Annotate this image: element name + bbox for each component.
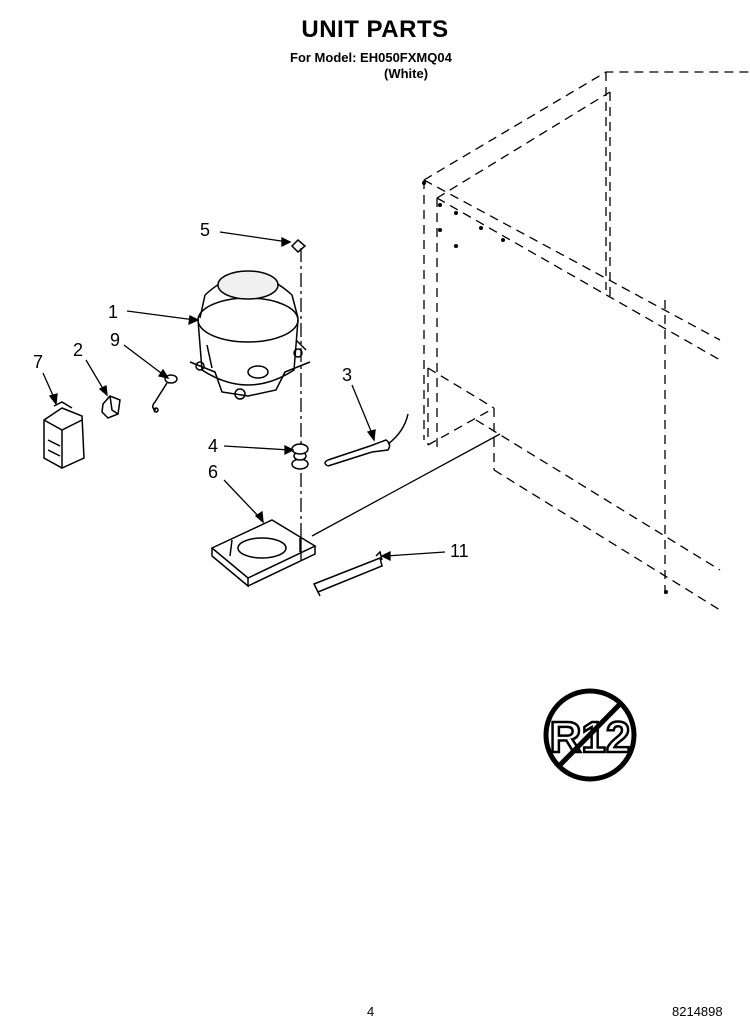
base-plate-part xyxy=(210,519,317,588)
document-number: 8214898 xyxy=(672,1004,723,1019)
callout-2: 2 xyxy=(73,340,83,360)
relay-part xyxy=(43,401,85,469)
cabinet-outline xyxy=(423,71,750,611)
grommet-part xyxy=(291,443,309,470)
color-line: (White) xyxy=(384,66,429,81)
drier-part xyxy=(324,413,409,467)
wire-part xyxy=(152,374,178,413)
callout-1: 1 xyxy=(108,302,118,322)
callout-6: 6 xyxy=(208,462,218,482)
callout-11: 11 xyxy=(450,541,469,561)
callout-5: 5 xyxy=(200,220,210,240)
callout-7: 7 xyxy=(33,352,43,372)
callout-9: 9 xyxy=(110,330,120,350)
page-title: UNIT PARTS xyxy=(301,16,449,43)
bracket-part xyxy=(312,550,383,597)
callout-3: 3 xyxy=(342,365,352,385)
clip-part xyxy=(290,238,307,254)
overload-part xyxy=(101,395,121,419)
callout-4: 4 xyxy=(208,436,218,456)
leader-lines xyxy=(42,231,446,562)
no-r12-badge: R12 xyxy=(543,688,637,782)
cabinet-screws xyxy=(422,181,668,594)
r12-badge-text: R12 xyxy=(550,713,631,762)
model-line: For Model: EH050FXMQ04 xyxy=(290,50,452,65)
compressor-part xyxy=(189,270,311,400)
page-number: 4 xyxy=(367,1004,375,1019)
